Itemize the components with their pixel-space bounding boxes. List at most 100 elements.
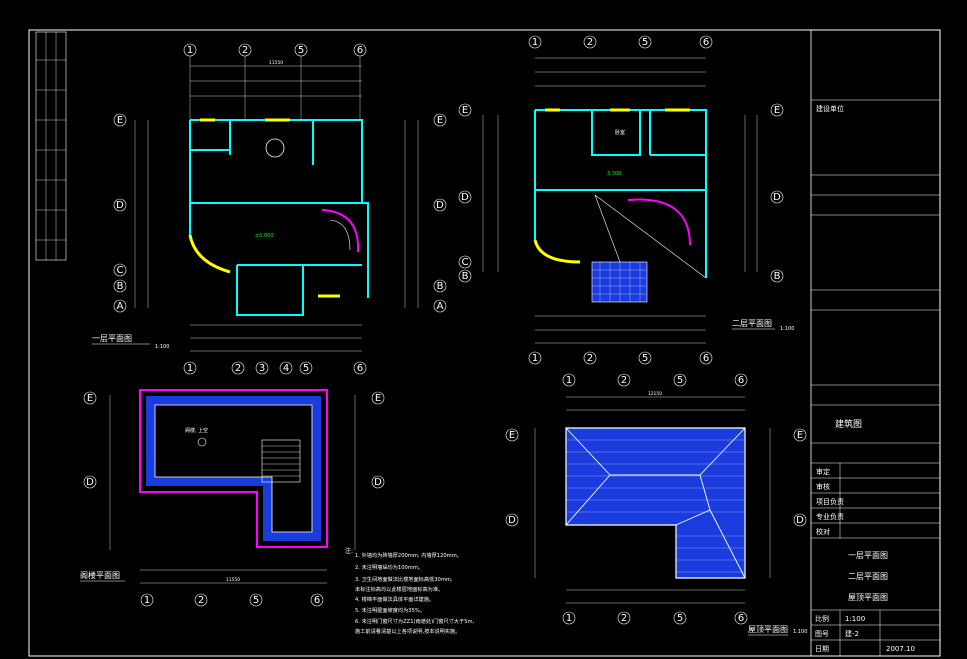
p1-total-width: 11550 bbox=[269, 60, 283, 66]
p2-title: 二层平面图 bbox=[732, 319, 772, 328]
general-notes: 注: 1. 外墙均为砖墙厚200mm, 内墙厚120mm。 2. 未注明墙垛均为… bbox=[345, 547, 475, 635]
title-block-row-3: 项目负责 bbox=[816, 497, 844, 506]
p1-axis-bottom-5: 5 bbox=[303, 363, 309, 374]
title-block-row-2: 审核 bbox=[816, 482, 830, 491]
p1-axis-bottom-4: 4 bbox=[283, 363, 289, 374]
p1-axis-top-2: 2 bbox=[242, 45, 248, 56]
p1-axis-top-1: 1 bbox=[187, 45, 193, 56]
p2-axis-top-1: 1 bbox=[532, 37, 538, 48]
footer-scale-label: 比例 bbox=[815, 614, 829, 623]
sheet-title-3: 屋顶平面图 bbox=[848, 593, 888, 602]
roof-title: 屋顶平面图 bbox=[748, 625, 788, 634]
p1-axis-bottom-2: 2 bbox=[235, 363, 241, 374]
ground-floor-plan: 11550 bbox=[92, 43, 447, 375]
footer-sheet-no-label: 图号 bbox=[815, 630, 829, 638]
p1-axis-left-D: D bbox=[116, 200, 124, 211]
attic-axis-bottom-4: 6 bbox=[314, 595, 320, 606]
roof-axis-left-E: E bbox=[509, 430, 515, 441]
title-block-row-1: 审定 bbox=[816, 467, 830, 476]
p2-axis-top-3: 5 bbox=[642, 37, 648, 48]
footer-date: 2007.10 bbox=[886, 645, 915, 653]
roof-axis-top-3: 5 bbox=[677, 375, 683, 386]
sheet-title-2: 二层平面图 bbox=[848, 572, 888, 581]
p2-scale: 1:100 bbox=[780, 326, 794, 332]
roof-axis-top-4: 6 bbox=[738, 375, 744, 386]
attic-axis-bottom-3: 5 bbox=[253, 595, 259, 606]
attic-axis-right-E: E bbox=[375, 393, 381, 404]
roof-axis-right-D: D bbox=[796, 515, 804, 526]
title-block-row-4: 专业负责 bbox=[816, 512, 844, 521]
roof-scale: 1:100 bbox=[793, 629, 807, 635]
p1-axis-left-B: B bbox=[117, 281, 124, 292]
note-2: 2. 未注明墙垛均为100mm。 bbox=[355, 563, 423, 571]
attic-stair-icon bbox=[261, 439, 301, 483]
roof-axis-bottom-1: 1 bbox=[566, 613, 572, 624]
roof-total-width: 12150 bbox=[648, 391, 662, 397]
attic-axis-left-D: D bbox=[86, 477, 94, 488]
attic-total-width: 11550 bbox=[226, 577, 240, 583]
p1-title: 一层平面图 bbox=[92, 334, 132, 343]
attic-plan: 11550 阁楼, 上空 E D E D 1 2 5 6 阁楼平面图 bbox=[80, 389, 385, 607]
attic-axis-bottom-2: 2 bbox=[198, 595, 204, 606]
note-6b: 施工前请看清楚以上各项说明,按本说明实施。 bbox=[355, 627, 460, 635]
sheet-border bbox=[28, 29, 941, 657]
note-3: 3. 卫生间地面做法比楼地面标高低30mm, bbox=[355, 575, 453, 583]
second-floor-plan: 1 2 5 6 1 2 5 6 E D C B E D B 二层平面图 1:10… bbox=[458, 35, 794, 365]
p2-axis-left-D: D bbox=[461, 192, 469, 203]
p1-level: ±0.000 bbox=[255, 233, 274, 239]
dining-table-icon bbox=[265, 138, 285, 158]
p1-axis-right-D: D bbox=[436, 200, 444, 211]
p2-axis-top-4: 6 bbox=[703, 37, 709, 48]
note-6: 6. 未注明门窗尺寸为ZZ1(雨遮处)门窗尺寸大于5m, bbox=[355, 617, 475, 625]
p2-axis-right-D: D bbox=[773, 192, 781, 203]
attic-opening-icon bbox=[197, 437, 207, 447]
roof-axis-bottom-4: 6 bbox=[738, 613, 744, 624]
roof-axis-top-2: 2 bbox=[621, 375, 627, 386]
p1-axis-right-B: B bbox=[437, 281, 444, 292]
p1-scale: 1:100 bbox=[155, 344, 169, 350]
roof-axis-bottom-2: 2 bbox=[621, 613, 627, 624]
p2-axis-right-E: E bbox=[774, 105, 780, 116]
footer-sheet-no: 建-2 bbox=[845, 629, 859, 638]
attic-axis-left-E: E bbox=[87, 393, 93, 404]
sheet-title-1: 一层平面图 bbox=[848, 551, 888, 560]
p1-axis-left-C: C bbox=[117, 265, 124, 276]
balcony-tiles bbox=[591, 261, 648, 303]
p2-axis-bottom-4: 6 bbox=[703, 353, 709, 364]
roof-axis-top-1: 1 bbox=[566, 375, 572, 386]
attic-callout: 阁楼, 上空 bbox=[185, 427, 208, 434]
p2-axis-bottom-2: 2 bbox=[587, 353, 593, 364]
note-1: 1. 外墙均为砖墙厚200mm, 内墙厚120mm。 bbox=[355, 551, 462, 559]
p2-axis-top-2: 2 bbox=[587, 37, 593, 48]
roof-plan: 1 2 5 6 1 2 5 6 E D E D 12150 屋顶平面图 1:10… bbox=[505, 373, 807, 636]
p1-axis-top-4: 6 bbox=[357, 45, 363, 56]
roof-axis-bottom-3: 5 bbox=[677, 613, 683, 624]
p2-room-label: 卧室 bbox=[615, 129, 625, 136]
p2-axis-left-E: E bbox=[462, 105, 468, 116]
p2-level: 3.300 bbox=[607, 171, 621, 177]
roof-axis-right-E: E bbox=[797, 430, 803, 441]
note-3b: 未标注标高均以此楼层地面标高为准。 bbox=[355, 585, 443, 593]
p1-axis-left-E: E bbox=[117, 115, 123, 126]
title-block: 建设单位 建筑图 审定 审核 项目负责 专业负责 校对 一层平面图 二层平面图 … bbox=[810, 29, 941, 657]
p1-axis-bottom-1: 1 bbox=[187, 363, 193, 374]
p1-axis-right-A: A bbox=[437, 301, 444, 312]
title-block-project: 建设单位 bbox=[816, 104, 844, 113]
note-5: 5. 未注明屋面坡度均为35%。 bbox=[355, 606, 425, 614]
p1-axis-right-E: E bbox=[437, 115, 443, 126]
p2-axis-right-B: B bbox=[774, 271, 781, 282]
stair-2-icon bbox=[627, 198, 691, 246]
p1-axis-left-A: A bbox=[117, 301, 124, 312]
p2-axis-left-C: C bbox=[462, 257, 469, 268]
stair-icon bbox=[321, 209, 360, 253]
note-4: 4. 楼梯平面做法具体平面详建施。 bbox=[355, 595, 434, 603]
notes-header: 注: bbox=[345, 547, 353, 555]
p1-axis-bottom-3: 3 bbox=[259, 363, 265, 374]
binding-strip bbox=[35, 31, 67, 261]
attic-title: 阁楼平面图 bbox=[80, 570, 120, 580]
footer-scale: 1:100 bbox=[845, 615, 865, 623]
p2-axis-bottom-3: 5 bbox=[642, 353, 648, 364]
title-block-drawing-name: 建筑图 bbox=[835, 418, 862, 430]
attic-axis-right-D: D bbox=[374, 477, 382, 488]
